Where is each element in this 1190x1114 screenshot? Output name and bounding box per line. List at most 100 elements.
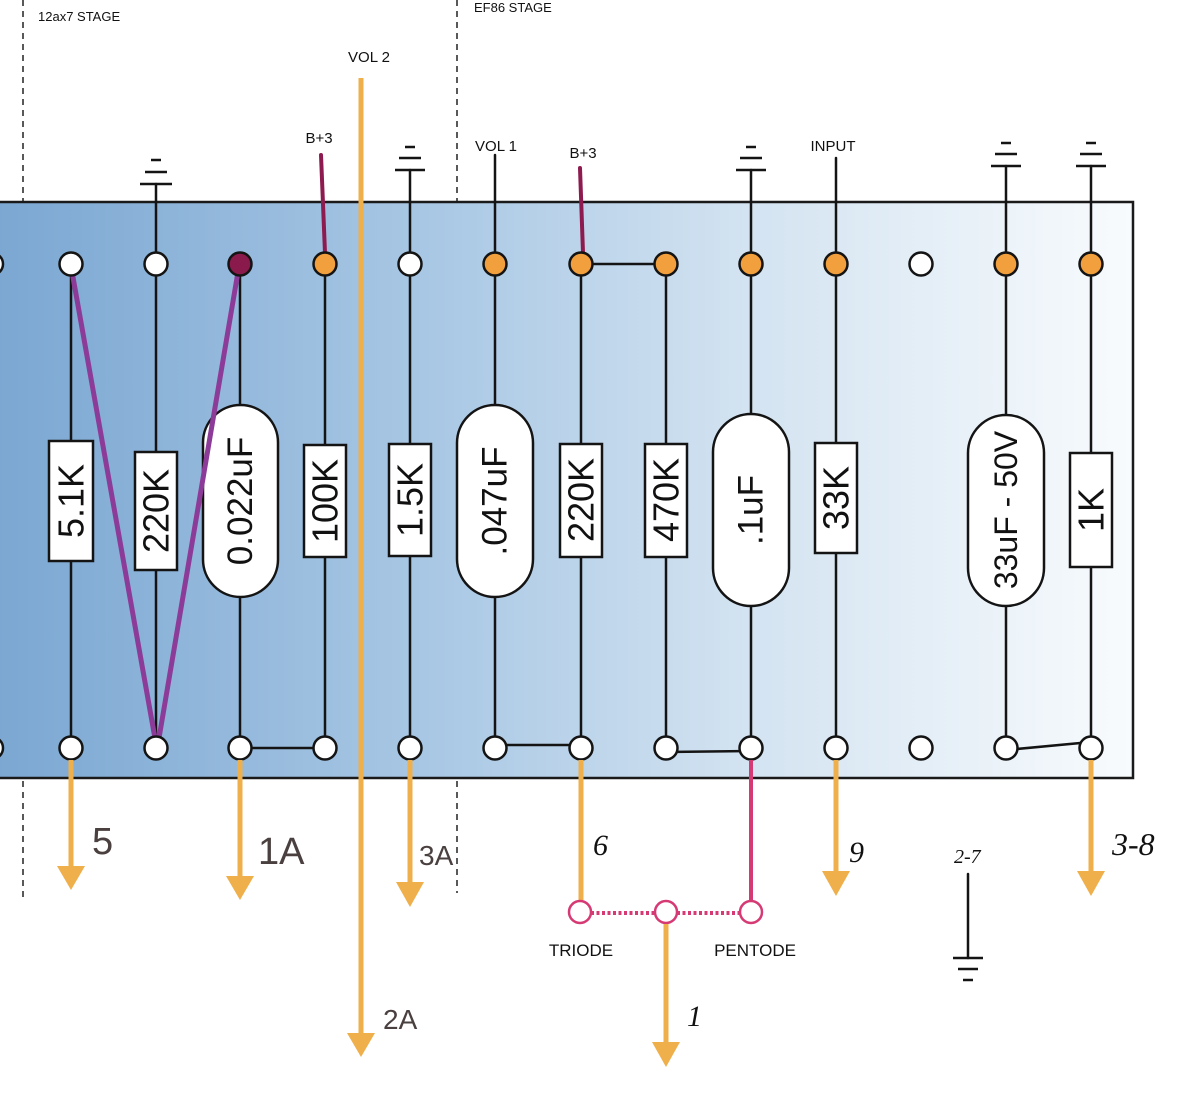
terminal-bottom-12 <box>993 735 1019 761</box>
terminal-row-bottom <box>58 735 1104 761</box>
edge-terminal-top <box>0 254 5 274</box>
edge-terminal-bottom <box>0 738 5 758</box>
terminal-bottom-13 <box>1078 735 1104 761</box>
pin-label-5: 5 <box>92 821 113 863</box>
terminal-bottom-11 <box>908 735 934 761</box>
terminal-bottom-1 <box>58 735 84 761</box>
terminal-top-5 <box>397 251 423 277</box>
pentode-label: PENTODE <box>714 941 796 960</box>
capacitor-value: 0.022uF <box>221 437 260 565</box>
terminal-top-8 <box>653 251 679 277</box>
jumper-wire-col1-to-col2 <box>68 263 159 747</box>
terminal-top-4 <box>312 251 338 277</box>
terminal-top-13 <box>1078 251 1104 277</box>
terminal-bottom-2 <box>143 735 169 761</box>
terminal-bottom-7 <box>568 735 594 761</box>
resistor-body <box>47 439 95 563</box>
selector-node-common <box>653 899 679 925</box>
terminal-top-2 <box>143 251 169 277</box>
ground-icon <box>1076 141 1106 168</box>
resistor-33k: 33K <box>813 441 859 555</box>
triode-label: TRIODE <box>549 941 613 960</box>
arrow-down-icon <box>652 1042 680 1067</box>
stage-label-12ax7: 12ax7 STAGE <box>38 9 120 24</box>
resistor-value: 100K <box>305 459 346 543</box>
pin-label-3a: 3A <box>419 840 454 871</box>
resistor-220k-12ax7: 220K <box>133 450 179 572</box>
selector-node-pentode <box>738 899 764 925</box>
resistor-value: 5.1K <box>51 464 92 538</box>
pin-label-1: 1 <box>687 1000 702 1033</box>
resistor-body <box>813 441 859 555</box>
resistor-100k: 100K <box>302 443 348 559</box>
terminal-top-1 <box>58 251 84 277</box>
bplus-lead-ef86 <box>578 166 585 255</box>
arrow-down-icon <box>57 866 85 890</box>
terminal-bottom-8 <box>653 735 679 761</box>
ground-icon <box>140 158 172 186</box>
capacitor-0-022uf: 0.022uF <box>201 403 280 599</box>
terminal-top-10 <box>823 251 849 277</box>
arrow-down-icon <box>822 871 850 896</box>
capacitor-047uf: .047uF <box>455 403 535 599</box>
vol1-label: VOL 1 <box>475 138 517 155</box>
capacitor-body <box>966 413 1046 608</box>
terminal-bottom-10 <box>823 735 849 761</box>
resistor-body <box>387 442 433 558</box>
resistor-body <box>302 443 348 559</box>
resistor-body <box>1068 451 1114 569</box>
link-bottom-12-13 <box>1004 740 1093 752</box>
arrow-down-icon <box>396 882 424 907</box>
terminal-top-9 <box>738 251 764 277</box>
ground-icon <box>953 956 983 982</box>
pin-label-9: 9 <box>849 836 864 869</box>
selector-node-triode <box>567 899 593 925</box>
resistor-value: 220K <box>561 458 602 542</box>
ground-icon <box>395 145 425 172</box>
resistor-5-1k: 5.1K <box>47 439 95 563</box>
pin-label-2-7: 2-7 <box>954 846 982 868</box>
capacitor-1uf: .1uF <box>711 412 791 608</box>
terminal-bottom-3 <box>227 735 253 761</box>
capacitor-33uf-50v: 33uF - 50V <box>966 413 1046 608</box>
terminal-top-7 <box>568 251 594 277</box>
jumper-wire-col3-to-col2 <box>155 263 242 747</box>
terminal-bottom-6 <box>482 735 508 761</box>
stage-label-ef86: EF86 STAGE <box>474 0 552 15</box>
resistor-1k: 1K <box>1068 451 1114 569</box>
resistor-value: 470K <box>646 458 687 542</box>
resistor-220k-ef86: 220K <box>558 442 604 559</box>
resistor-1-5k: 1.5K <box>387 442 433 558</box>
pin-label-2a: 2A <box>383 1004 418 1035</box>
input-label: INPUT <box>811 138 856 155</box>
capacitor-value: .047uF <box>476 447 515 556</box>
pin-label-3-8: 3-8 <box>1111 826 1155 862</box>
pin-label-6: 6 <box>593 829 608 862</box>
capacitor-body <box>455 403 535 599</box>
resistor-body <box>643 442 689 559</box>
terminal-top-6 <box>482 251 508 277</box>
terminal-row-top <box>58 251 1104 277</box>
resistor-470k: 470K <box>643 442 689 559</box>
capacitor-body <box>711 412 791 608</box>
bplus-label-12ax7: B+3 <box>305 130 332 147</box>
resistor-body <box>558 442 604 559</box>
capacitor-value: .1uF <box>732 475 771 545</box>
resistor-value: 220K <box>136 469 177 553</box>
terminal-bottom-9 <box>738 735 764 761</box>
terminal-top-11 <box>908 251 934 277</box>
resistor-value: 1K <box>1071 488 1112 532</box>
resistor-value: 33K <box>816 466 857 530</box>
board-links <box>238 262 1093 754</box>
vol2-label: VOL 2 <box>348 49 390 66</box>
terminal-bottom-5 <box>397 735 423 761</box>
ground-icon <box>736 145 766 172</box>
terminal-top-3 <box>227 251 253 277</box>
bplus-lead-12ax7 <box>319 153 327 255</box>
bplus-label-ef86: B+3 <box>569 145 596 162</box>
resistor-body <box>133 450 179 572</box>
link-bottom-8-9 <box>664 749 753 754</box>
pin-label-1a: 1A <box>258 831 305 873</box>
capacitor-body <box>201 403 280 599</box>
